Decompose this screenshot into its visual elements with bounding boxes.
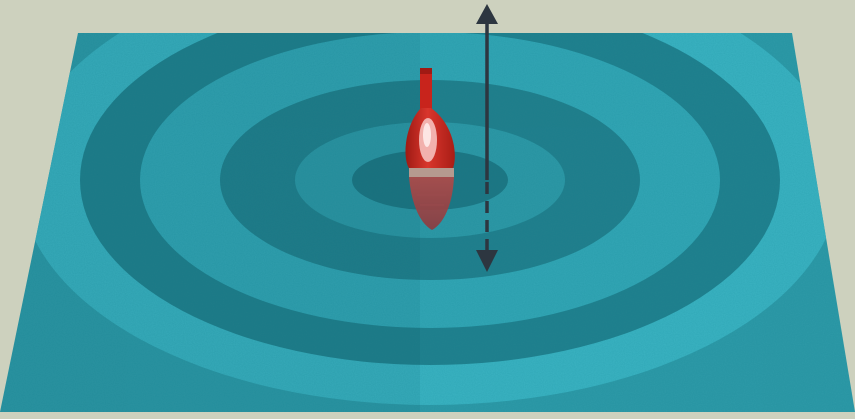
wave-ripple-diagram [0, 0, 855, 419]
